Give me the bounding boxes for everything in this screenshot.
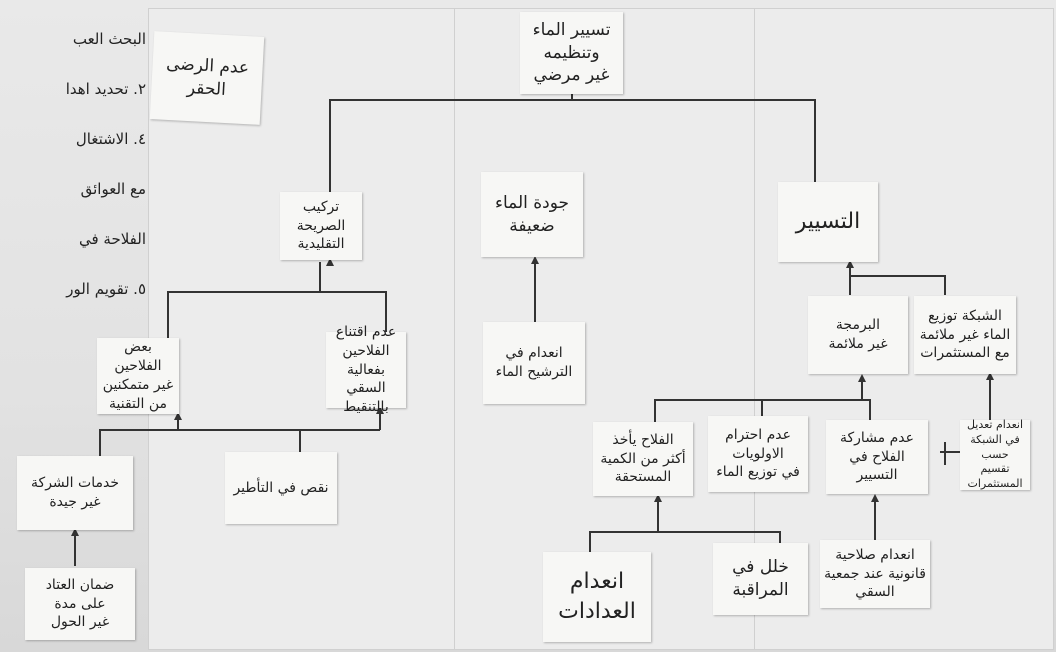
note-l3-mid: نقص في التأطير [225, 452, 337, 524]
note-l2-center: انعدام في الترشيح الماء [483, 322, 585, 404]
side-list-line: ٥. تقويم الور [66, 280, 146, 298]
arrow-head [871, 494, 879, 502]
connector-line [589, 531, 781, 552]
arrow-head [531, 256, 539, 264]
note-mid-left: تركيب الصريحة التقليدية [280, 192, 362, 260]
note-mid-center: جودة الماء ضعيفة [481, 172, 583, 257]
connector-line [167, 291, 387, 338]
note-l4-left: ضمان العتاد على مدة غير الحول [25, 568, 135, 640]
note-l3-r3: عدم مشاركة الفلاح في التسيير [826, 420, 928, 494]
note-mid-right: التسيير [778, 182, 878, 262]
note-l3-left: خدمات الشركة غير جيدة [17, 456, 133, 530]
arrow-head [858, 374, 866, 382]
side-list-line: مع العوائق [80, 180, 146, 198]
note-l2-left: بعض الفلاحين غير متمكنين من التقنية [97, 338, 179, 414]
note-l2-r1: البرمجة غير ملائمة [808, 296, 908, 374]
note-l3-r2: عدم احترام الاولويات في توزيع الماء [708, 416, 808, 492]
note-l4-c3: انعدام صلاحية قانونية عند جمعية السقي [820, 540, 930, 608]
side-list-line: ٤. الاشتغال [75, 130, 146, 148]
note-l4-c2: خلل في المراقبة [713, 543, 808, 615]
side-list-line: الفلاحة في [78, 230, 146, 248]
connector-line [849, 275, 946, 295]
arrow-head [376, 406, 384, 414]
connector-line [99, 429, 301, 460]
side-list: البحث العب ٢. تحديد اهدا ٤. الاشتغال مع … [6, 2, 146, 327]
arrow-head [326, 258, 334, 266]
arrow-head [174, 412, 182, 420]
note-sticky: عدم الرضى الحقر [149, 31, 265, 125]
arrow-head [71, 528, 79, 536]
side-list-line: البحث العب [72, 30, 146, 48]
arrow-head [654, 494, 662, 502]
note-l3-r1: الفلاح يأخذ أكثر من الكمية المستحقة [593, 422, 693, 496]
note-root: تسيير الماء وتنظيمه غير مرضي [520, 12, 623, 94]
note-l3-r4: انعدام تعديل في الشبكة حسب تقسيم المستثم… [960, 418, 1030, 490]
side-list-line: ٢. تحديد اهدا [65, 80, 146, 98]
arrow-head [986, 372, 994, 380]
note-l2-mid: عدم اقتناع الفلاحين بفعالية السقي بالتنق… [326, 324, 406, 415]
note-l2-r2: الشبكة توزيع الماء غير ملائمة مع المستثم… [914, 296, 1016, 374]
arrow-head [846, 260, 854, 268]
note-l4-c1: انعدام العدادات [543, 552, 651, 642]
